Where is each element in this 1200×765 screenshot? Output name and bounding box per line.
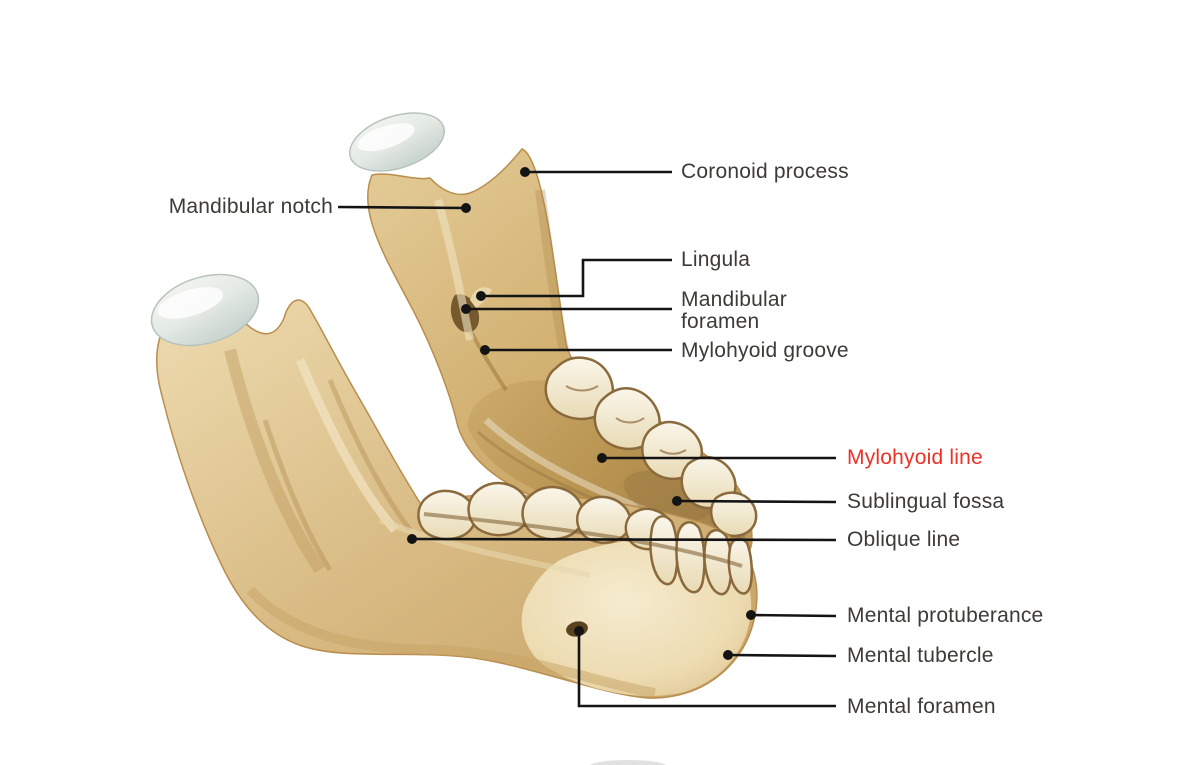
leader-lines (337, 170, 837, 708)
right-condyle-cap (348, 112, 446, 172)
leader-lingula (481, 258, 672, 298)
dot-mandibular-notch (461, 203, 471, 213)
leader-sublingual-fossa (676, 499, 837, 504)
far-molar-row (544, 356, 758, 538)
leader-mental-protuberance (750, 613, 837, 618)
dot-mental-tubercle (723, 650, 733, 660)
dot-mylohyoid-groove (480, 345, 490, 355)
label-oblique-line: Oblique line (847, 528, 961, 551)
leader-oblique-line (411, 537, 837, 542)
near-tooth-row (417, 481, 754, 596)
dot-coronoid-process (520, 167, 530, 177)
dot-lingula (476, 291, 486, 301)
label-lingula: Lingula (681, 248, 751, 271)
label-coronoid-process: Coronoid process (681, 160, 849, 183)
label-mental-foramen: Mental foramen (847, 695, 996, 718)
leader-mental-foramen (577, 631, 836, 708)
leader-mental-tubercle (727, 653, 837, 658)
dot-oblique-line (407, 534, 417, 544)
leader-mandibular-notch (337, 205, 467, 210)
cropped-watermark (589, 760, 667, 765)
dot-sublingual-fossa (672, 496, 682, 506)
label-mandibular-foramen: Mandibular foramen (681, 288, 787, 333)
dot-mental-foramen (574, 626, 584, 636)
dot-mylohyoid-line (597, 453, 607, 463)
dot-mental-protuberance (746, 610, 756, 620)
dot-mandibular-foramen (461, 304, 471, 314)
label-mental-tubercle: Mental tubercle (847, 644, 994, 667)
label-mylohyoid-groove: Mylohyoid groove (681, 339, 849, 362)
left-condyle-cap (150, 273, 260, 347)
label-sublingual-fossa: Sublingual fossa (847, 490, 1005, 513)
label-mental-protuberance: Mental protuberance (847, 604, 1044, 627)
leader-dots (407, 167, 756, 660)
label-mandibular-notch: Mandibular notch (168, 195, 333, 218)
label-mylohyoid-line: Mylohyoid line (847, 446, 983, 469)
